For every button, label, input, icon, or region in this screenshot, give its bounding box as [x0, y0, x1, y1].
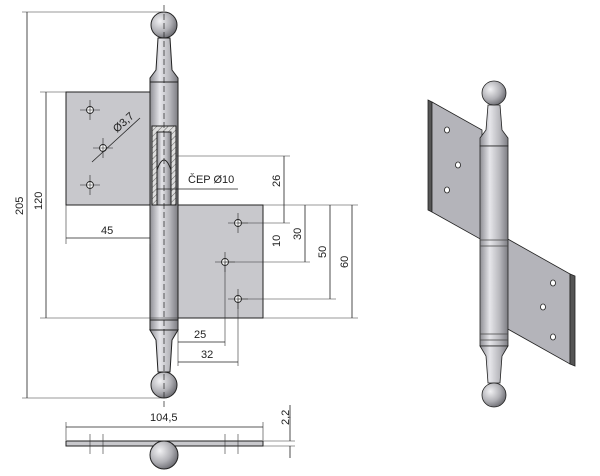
dim-thickness: 2,2 — [280, 410, 292, 425]
dim-hole-x-25: 25 — [194, 329, 206, 341]
dim-right-leaf-height: 60 — [339, 256, 351, 268]
dim-leaf-width: 45 — [101, 225, 113, 237]
right-leaf — [177, 204, 264, 319]
dim-total-height: 205 — [14, 197, 26, 215]
pin-label: ČEP Ø10 — [188, 173, 234, 186]
isometric-view — [427, 80, 576, 408]
bottom-view: 104,5 2,2 — [65, 405, 295, 470]
hinge-pin — [149, 5, 179, 410]
dimension-lines — [22, 11, 358, 399]
dim-hole-spacing-30: 30 — [292, 228, 304, 240]
iso-left-leaf — [431, 101, 483, 241]
dim-leaf-height: 120 — [33, 192, 45, 210]
iso-right-leaf — [505, 237, 571, 365]
dim-hole-spacing-10: 10 — [271, 235, 283, 247]
dim-total-width: 104,5 — [150, 412, 178, 424]
dim-hole-spacing-50: 50 — [317, 246, 329, 258]
dim-hole-x-32: 32 — [201, 349, 213, 361]
dim-pin-offset: 26 — [271, 175, 283, 187]
left-leaf — [65, 91, 151, 206]
front-view: 205 120 45 26 10 30 50 60 25 32 ČEP Ø10 … — [14, 5, 358, 410]
